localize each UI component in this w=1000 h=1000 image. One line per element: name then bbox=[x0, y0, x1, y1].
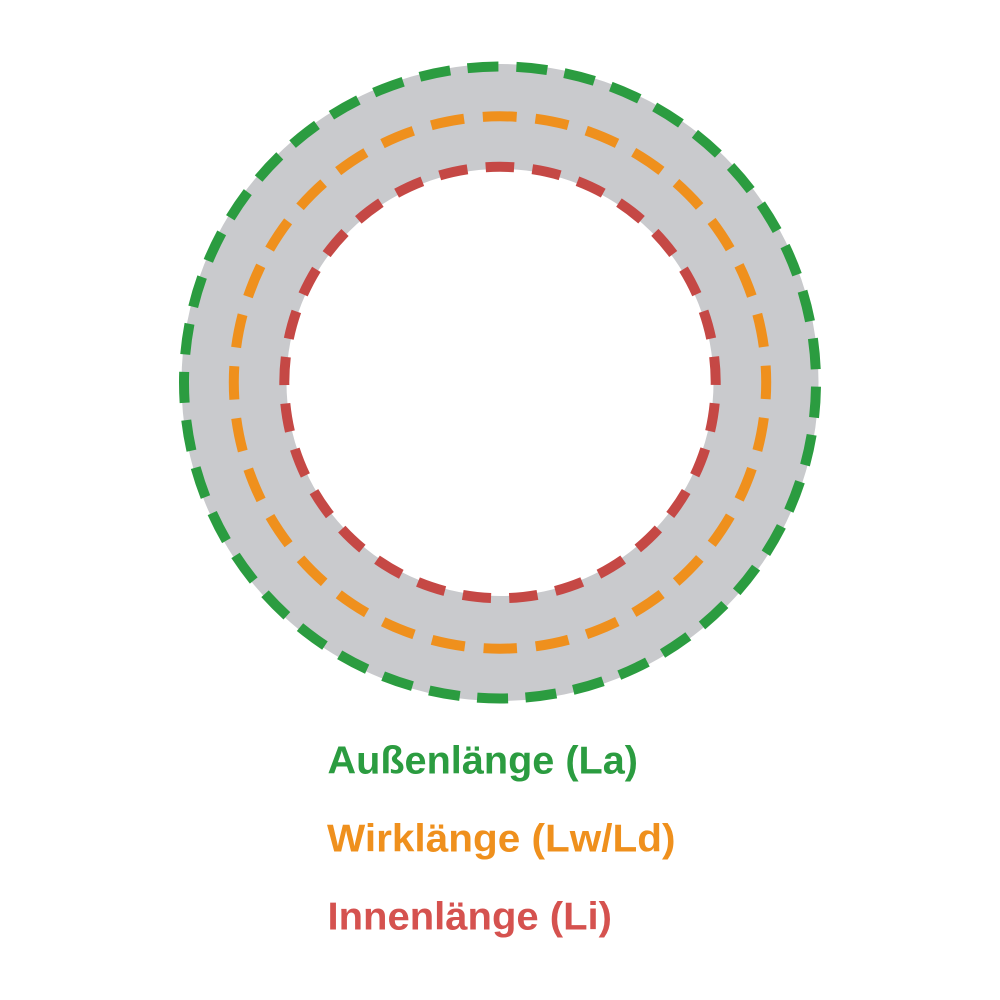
svg-text:Außenlänge (La): Außenlänge (La) bbox=[328, 739, 639, 782]
svg-text:Wirklänge (Lw/Ld): Wirklänge (Lw/Ld) bbox=[327, 818, 676, 861]
svg-text:Innenlänge (Li): Innenlänge (Li) bbox=[328, 895, 613, 938]
